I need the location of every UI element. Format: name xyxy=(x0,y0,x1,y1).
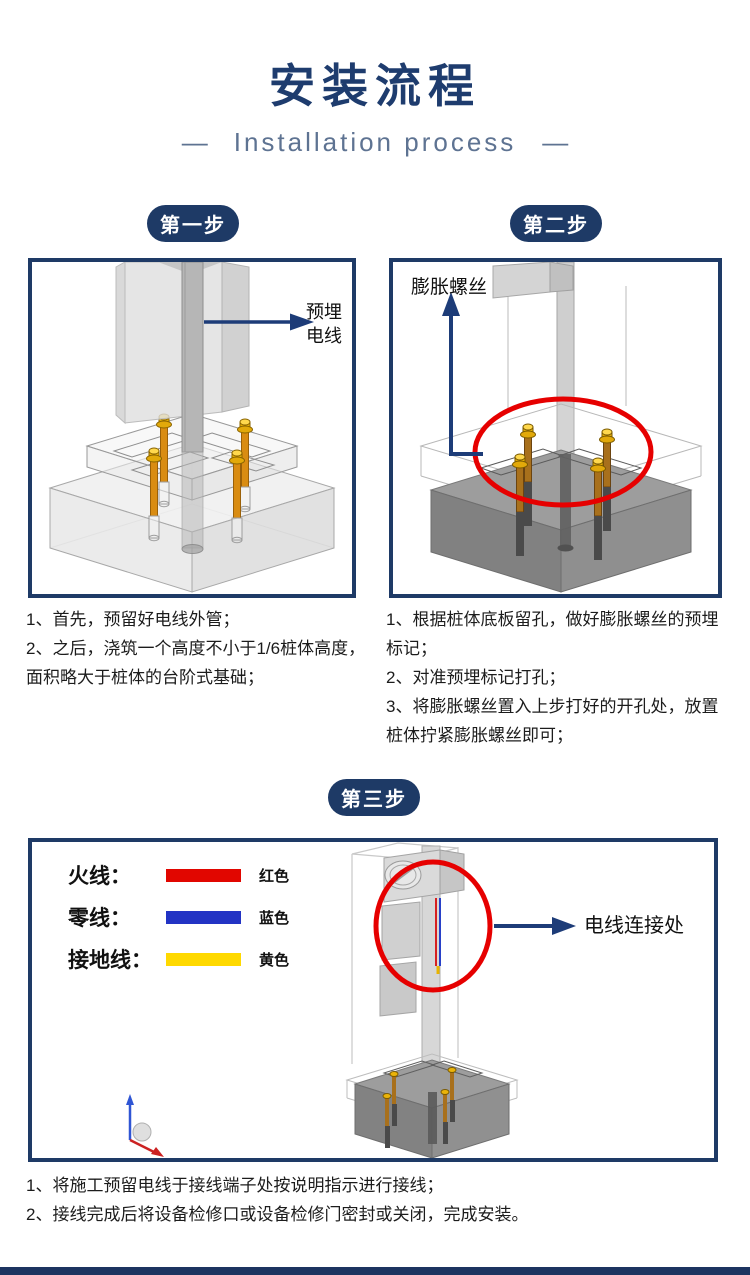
step1-badge: 第一步 xyxy=(147,205,239,242)
note-line: 1、将施工预留电线于接线端子处按说明指示进行接线； xyxy=(26,1176,444,1195)
legend-row-ground-wire: 接地线： 黄色 xyxy=(68,946,289,972)
note-line: 2、对准预埋标记打孔； xyxy=(386,668,566,687)
step2-badge: 第二步 xyxy=(510,205,602,242)
expansion-screws xyxy=(512,423,615,560)
legend-label: 接地线： xyxy=(68,949,152,972)
legend-color-name: 红色 xyxy=(259,867,290,885)
step1-annotation: 预埋 电线 xyxy=(306,300,346,349)
annotation-line: 预埋 xyxy=(306,302,342,322)
step3-notes: 1、将施工预留电线于接线端子处按说明指示进行接线； 2、接线完成后将设备检修口或… xyxy=(26,1171,732,1229)
yellow-swatch xyxy=(166,952,241,966)
callout-arrow xyxy=(204,313,314,331)
wire-conduit-pipe xyxy=(428,1092,437,1144)
wire-conduit-pipe xyxy=(557,454,574,552)
step1-figure: 预埋 电线 xyxy=(28,258,356,598)
anchor-bolts xyxy=(382,1067,457,1148)
legend-row-live-wire: 火线： 红色 xyxy=(68,862,289,888)
step1-illustration xyxy=(48,262,336,593)
step3-illustration xyxy=(126,842,576,1158)
subtitle-left-dash: — xyxy=(181,127,208,157)
equipment-box xyxy=(492,262,574,299)
step2-illustration xyxy=(419,262,703,593)
note-line: 3、将膨胀螺丝置入上步打好的开孔处，放置桩体拧紧膨胀螺丝即可； xyxy=(386,697,719,745)
red-swatch xyxy=(166,868,241,882)
note-line: 2、之后，浇筑一个高度不小于1/6桩体高度，面积略大于桩体的台阶式基础； xyxy=(26,639,366,687)
highlight-ellipse xyxy=(373,859,493,993)
page-subtitle: — Installation process — xyxy=(0,127,750,158)
anchor-bolts xyxy=(146,413,253,544)
wire-conduit-pipe xyxy=(181,262,204,554)
wire-color-legend: 火线： 红色 零线： 蓝色 接地线： 黄色 xyxy=(68,862,289,988)
bottom-accent-bar xyxy=(0,1267,750,1275)
note-line: 1、根据桩体底板留孔，做好膨胀螺丝的预埋标记； xyxy=(386,610,719,658)
legend-color-name: 蓝色 xyxy=(259,909,290,927)
connection-wires xyxy=(435,898,441,974)
legend-color-name: 黄色 xyxy=(259,951,290,969)
legend-label: 零线： xyxy=(68,907,131,930)
step2-annotation: 膨胀螺丝 xyxy=(411,277,488,298)
callout-arrow xyxy=(442,292,483,456)
subtitle-right-dash: — xyxy=(542,127,569,157)
ghost-column-edges xyxy=(507,286,627,412)
legend-label: 火线： xyxy=(68,865,131,888)
step3-annotation: 电线连接处 xyxy=(584,915,684,937)
step2-figure: 膨胀螺丝 xyxy=(389,258,722,598)
note-line: 2、接线完成后将设备检修口或设备检修门密封或关闭，完成安装。 xyxy=(26,1205,529,1224)
step1-notes: 1、首先，预留好电线外管； 2、之后，浇筑一个高度不小于1/6桩体高度，面积略大… xyxy=(26,605,368,692)
step2-notes: 1、根据桩体底板留孔，做好膨胀螺丝的预埋标记； 2、对准预埋标记打孔； 3、将膨… xyxy=(386,605,734,750)
axis-gizmo-icon xyxy=(126,1094,164,1157)
callout-arrow xyxy=(494,917,576,935)
note-line: 1、首先，预留好电线外管； xyxy=(26,610,240,629)
step3-badge: 第三步 xyxy=(328,779,420,816)
blue-swatch xyxy=(166,910,241,924)
annotation-line: 电线 xyxy=(306,326,342,347)
subtitle-text: Installation process xyxy=(233,127,517,157)
step3-figure: 火线： 红色 零线： 蓝色 接地线： 黄色 电线连接处 xyxy=(28,838,718,1162)
page-title: 安装流程 xyxy=(269,60,481,112)
legend-row-neutral-wire: 零线： 蓝色 xyxy=(68,904,289,930)
